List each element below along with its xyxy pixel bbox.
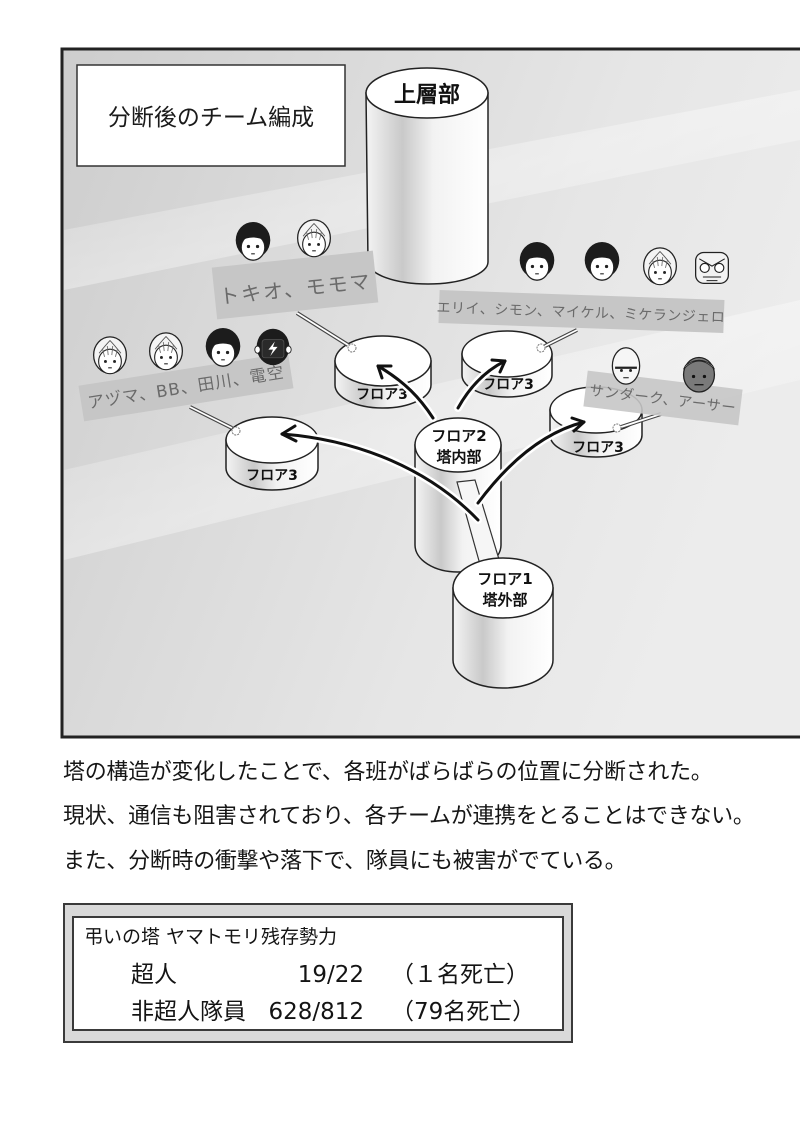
floor3-label: フロア3: [482, 377, 534, 393]
floor1-cylinder: フロア1 塔外部: [452, 557, 554, 689]
avatar-momoma: [296, 219, 332, 258]
team-formation-panel: 分断後のチーム編成 上層部 フロア1 塔外部 フロア3 フロア3 フロア3: [60, 47, 800, 739]
remaining-forces-inner: 弔いの塔 ヤマトモリ残存勢力 超人 19/22 （１名死亡） 非超人隊員 628…: [72, 916, 564, 1031]
tower-top-cylinder: 上層部: [365, 67, 489, 285]
floor2-sublabel: 塔内部: [436, 448, 481, 466]
floor3-cylinder-center-left: フロア3: [334, 335, 432, 409]
connector-lines: [189, 311, 662, 436]
avatar-michelangelo: [694, 251, 730, 285]
row-count-superhuman: 19/22: [297, 962, 364, 988]
panel-title-box: 分断後のチーム編成: [76, 64, 346, 167]
avatar-bb: [148, 332, 184, 371]
floor2-label: フロア2: [431, 427, 486, 445]
remaining-forces-title: 弔いの塔 ヤマトモリ残存勢力: [84, 926, 338, 948]
floor3-cylinder-center-right: フロア3: [461, 330, 553, 398]
floor3-label: フロア3: [356, 387, 408, 403]
narration-line: 塔の構造が変化したことで、各班がばらばらの位置に分断された。: [63, 760, 713, 785]
remaining-forces-box: 弔いの塔 ヤマトモリ残存勢力 超人 19/22 （１名死亡） 非超人隊員 628…: [63, 903, 573, 1043]
floor3-label: フロア3: [572, 440, 624, 456]
tower-top-label: 上層部: [394, 82, 460, 108]
arrow-to-floor3-center-left: [374, 362, 437, 422]
team-banner-tokio-momoma: トキオ、モモマ: [211, 250, 379, 320]
row-label-non-superhuman: 非超人隊員: [131, 999, 246, 1025]
avatar-thunderk: [611, 346, 641, 386]
floor3-cylinder-left: フロア3: [225, 416, 319, 491]
avatar-arthur: [682, 356, 716, 393]
avatar-michael: [642, 247, 678, 286]
arrow-to-floor3-right: [474, 416, 588, 507]
team-banner-eriy-group: エリイ、シモン、マイケル、ミケランジェロ: [436, 290, 726, 333]
floor1-label: フロア1: [477, 570, 532, 588]
floor1-sublabel: 塔外部: [482, 591, 527, 609]
narration-line: 現状、通信も阻害されており、各チームが連携をとることはできない。: [63, 804, 755, 829]
narration-line: また、分断時の衝撃や落下で、隊員にも被害がでている。: [63, 849, 627, 874]
arrow-to-floor3-center-right: [454, 357, 509, 412]
arrow-to-floor3-left: [278, 424, 482, 524]
row-note-superhuman: （１名死亡）: [391, 962, 529, 988]
floor3-label: フロア3: [246, 468, 298, 484]
panel-title: 分断後のチーム編成: [108, 105, 314, 131]
avatar-azuma: [92, 336, 128, 375]
row-count-non-superhuman: 628/812: [268, 999, 364, 1025]
row-label-superhuman: 超人: [131, 962, 177, 988]
row-note-non-superhuman: （79名死亡）: [391, 999, 536, 1025]
